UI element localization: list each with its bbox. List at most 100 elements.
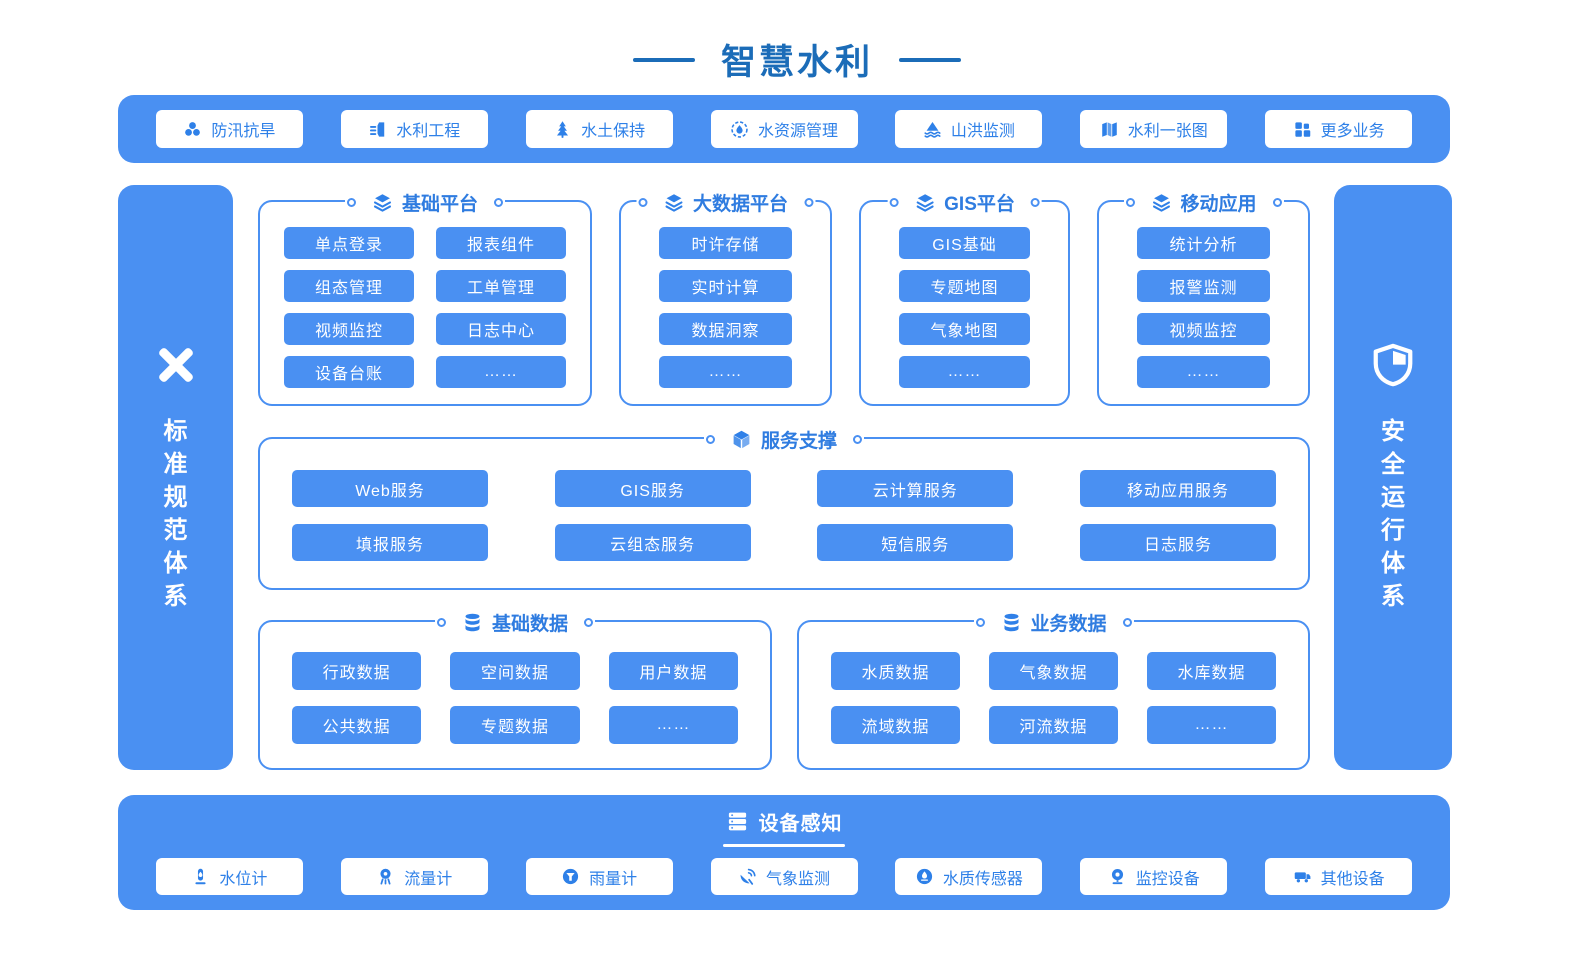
platform-item: 数据洞察 bbox=[659, 313, 792, 345]
platform-item: 报表组件 bbox=[436, 227, 566, 259]
data-layer: 基础数据 行政数据空间数据用户数据公共数据专题数据…… 业务数据 水质数据气象数… bbox=[258, 606, 1310, 770]
group-header: 业务数据 bbox=[973, 606, 1134, 638]
database-icon bbox=[1000, 612, 1021, 633]
group-header: 服务支撑 bbox=[703, 423, 865, 455]
connector-dot-left bbox=[637, 197, 647, 207]
nav-chip-label: 水利工程 bbox=[396, 123, 461, 140]
nav-chip-label: 水资源管理 bbox=[757, 123, 838, 140]
soil-conservation-icon bbox=[553, 120, 572, 139]
data-item: 水质数据 bbox=[831, 652, 960, 690]
cube-icon bbox=[731, 429, 752, 450]
nav-chip-mountain-flood[interactable]: 山洪监测 bbox=[895, 110, 1043, 148]
database-icon bbox=[462, 612, 483, 633]
platform-item: …… bbox=[659, 356, 792, 388]
group-header: GIS平台 bbox=[887, 186, 1042, 218]
platform-group: 大数据平台 时许存储实时计算数据洞察 …… bbox=[619, 186, 832, 406]
page-title: 智慧水利 bbox=[720, 43, 873, 82]
device-chip-label: 雨量计 bbox=[589, 870, 638, 888]
platform-items: 统计分析报警监测视频监控…… bbox=[1099, 202, 1308, 388]
connector-dot-right bbox=[804, 197, 814, 207]
device-chip-flow-meter[interactable]: 流量计 bbox=[340, 858, 488, 895]
group-title-text: 基础平台 bbox=[401, 193, 479, 215]
device-chip-label: 气象监测 bbox=[765, 870, 830, 888]
device-chip-camera[interactable]: 监控设备 bbox=[1080, 858, 1228, 895]
group-title-text: 服务支撑 bbox=[760, 430, 838, 452]
water-map-icon bbox=[1100, 120, 1119, 139]
device-chip-rain-gauge[interactable]: 雨量计 bbox=[525, 858, 673, 895]
platform-group: GIS平台 GIS基础专题地图气象地图…… bbox=[859, 186, 1070, 406]
data-item: 流域数据 bbox=[831, 706, 960, 744]
data-item: 用户数据 bbox=[608, 652, 738, 690]
device-perception-title: 设备感知 bbox=[758, 813, 843, 835]
group-title: 移动应用 bbox=[1150, 189, 1257, 216]
nav-chip-water-project[interactable]: 水利工程 bbox=[340, 110, 488, 148]
data-item: 专题数据 bbox=[450, 706, 580, 744]
platform-items: GIS基础专题地图气象地图…… bbox=[861, 202, 1068, 388]
data-item: …… bbox=[1147, 706, 1276, 744]
service-item: 移动应用服务 bbox=[1079, 470, 1276, 507]
service-item: 短信服务 bbox=[817, 524, 1014, 561]
water-resources-icon bbox=[730, 120, 749, 139]
data-group: 基础数据 行政数据空间数据用户数据公共数据专题数据…… bbox=[258, 606, 772, 770]
water-level-icon bbox=[191, 867, 210, 886]
platform-layer: 基础平台 单点登录报表组件组态管理工单管理视频监控日志中心设备台账…… 大数据平… bbox=[258, 186, 1310, 406]
data-item: 公共数据 bbox=[292, 706, 422, 744]
nav-chip-water-resources[interactable]: 水资源管理 bbox=[710, 110, 858, 148]
data-item: 空间数据 bbox=[450, 652, 580, 690]
platform-item: GIS基础 bbox=[899, 227, 1030, 259]
weather-monitor-icon bbox=[738, 867, 757, 886]
water-quality-sensor-icon bbox=[915, 867, 934, 886]
nav-chip-more-business[interactable]: 更多业务 bbox=[1265, 110, 1413, 148]
group-title-text: 移动应用 bbox=[1180, 193, 1257, 215]
data-items: 水质数据气象数据水库数据流域数据河流数据…… bbox=[799, 622, 1308, 744]
group-title-text: GIS平台 bbox=[944, 193, 1015, 215]
group-title-text: 业务数据 bbox=[1030, 613, 1107, 635]
device-chip-other-device[interactable]: 其他设备 bbox=[1265, 858, 1413, 895]
device-chips: 水位计流量计 雨量计 气象监测 水质传感器 监控设备其他设备 bbox=[118, 858, 1450, 895]
server-icon bbox=[726, 810, 749, 833]
nav-chip-water-map[interactable]: 水利一张图 bbox=[1080, 110, 1228, 148]
connector-dot-right bbox=[494, 197, 504, 207]
device-chip-water-quality-sensor[interactable]: 水质传感器 bbox=[895, 858, 1043, 895]
service-item: Web服务 bbox=[292, 470, 488, 507]
platform-group: 移动应用 统计分析报警监测视频监控…… bbox=[1097, 186, 1310, 406]
water-project-icon bbox=[368, 120, 387, 139]
data-group: 业务数据 水质数据气象数据水库数据流域数据河流数据…… bbox=[797, 606, 1310, 770]
side-panel-label: 标准规范体系 bbox=[163, 418, 188, 610]
connector-dot-left bbox=[705, 434, 715, 444]
platform-items: 单点登录报表组件组态管理工单管理视频监控日志中心设备台账…… bbox=[260, 202, 590, 388]
platform-item: 时许存储 bbox=[659, 227, 792, 259]
device-chip-water-level[interactable]: 水位计 bbox=[155, 858, 303, 895]
layers-icon bbox=[372, 192, 393, 213]
platform-item: …… bbox=[436, 356, 566, 388]
side-panel-label: 安全运行体系 bbox=[1381, 418, 1405, 610]
mountain-flood-icon bbox=[923, 120, 942, 139]
platform-item: 日志中心 bbox=[436, 313, 566, 345]
shield-icon bbox=[1370, 342, 1416, 393]
platform-item: …… bbox=[1137, 356, 1270, 388]
group-header: 大数据平台 bbox=[635, 186, 816, 218]
nav-chip-soil-conservation[interactable]: 水土保持 bbox=[525, 110, 673, 148]
other-device-icon bbox=[1293, 867, 1312, 886]
platform-item: 视频监控 bbox=[1137, 313, 1270, 345]
page-header: 智慧水利 bbox=[0, 34, 1594, 85]
nav-chip-flood-control[interactable]: 防汛抗旱 bbox=[155, 110, 303, 148]
platform-group: 基础平台 单点登录报表组件组态管理工单管理视频监控日志中心设备台账…… bbox=[258, 186, 592, 406]
platform-item: 实时计算 bbox=[659, 270, 792, 302]
service-item: 云计算服务 bbox=[817, 470, 1014, 507]
connector-dot-left bbox=[346, 197, 356, 207]
device-chip-weather-monitor[interactable]: 气象监测 bbox=[710, 858, 858, 895]
group-title-text: 大数据平台 bbox=[692, 193, 789, 215]
nav-chip-label: 山洪监测 bbox=[950, 123, 1015, 140]
platform-item: 设备台账 bbox=[284, 356, 414, 388]
data-item: 行政数据 bbox=[292, 652, 422, 690]
service-item: 日志服务 bbox=[1079, 524, 1276, 561]
platform-item: 视频监控 bbox=[284, 313, 414, 345]
group-title: 服务支撑 bbox=[731, 426, 837, 453]
business-nav-band: 防汛抗旱 水利工程 水土保持 水资源管理 山洪监测 水利一张图更多业务 bbox=[118, 95, 1450, 163]
connector-dot-right bbox=[1030, 197, 1040, 207]
device-chip-label: 水质传感器 bbox=[942, 870, 1023, 888]
connector-dot-right bbox=[1272, 197, 1282, 207]
group-title: 业务数据 bbox=[1000, 609, 1107, 636]
